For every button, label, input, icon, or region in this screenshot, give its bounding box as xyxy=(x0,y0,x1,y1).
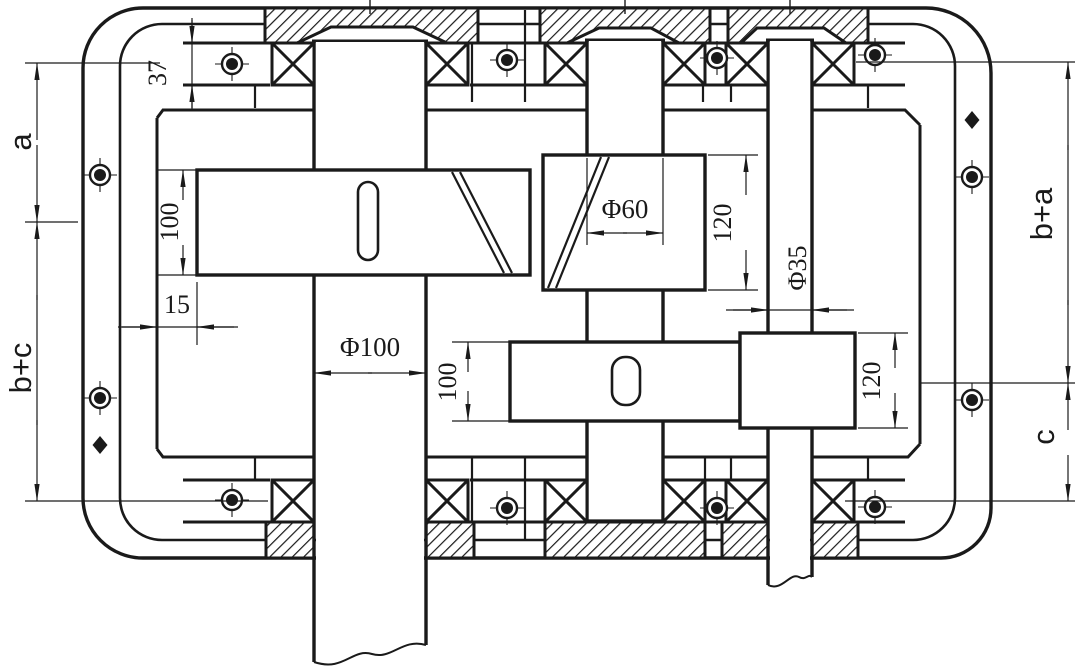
dim-label-120-middle: 120 xyxy=(708,204,737,243)
bottom-cover-shaft1-left xyxy=(264,520,316,560)
dim-shaft2-diameter: Φ60 xyxy=(586,194,664,236)
gear-3-keyway xyxy=(610,355,642,407)
dim-gear2-face-width: 120 xyxy=(708,154,749,291)
bearing-icon xyxy=(661,41,707,87)
gear-2-pinion xyxy=(541,153,707,292)
dim-label-c: c xyxy=(1026,429,1061,445)
dim-shaft1-diameter: Φ100 xyxy=(313,332,427,376)
shaft-3-input xyxy=(766,40,814,588)
dim-label-b-plus-c: b+c xyxy=(3,343,38,394)
bearing-icon xyxy=(543,41,589,87)
dim-gear3-face-width: 100 xyxy=(433,341,471,422)
dim-label-phi35: Φ35 xyxy=(783,245,812,290)
dim-label-a: a xyxy=(3,133,38,151)
bolt-icon xyxy=(856,488,894,526)
shaft-3-break-line xyxy=(767,574,813,588)
gear-4-input-pinion xyxy=(738,331,857,430)
end-covers xyxy=(263,6,870,560)
gears xyxy=(195,153,857,430)
top-cover-shaft1 xyxy=(263,6,480,45)
bearing-icon xyxy=(424,41,470,87)
bearing-icon xyxy=(270,478,316,524)
bolt-icon xyxy=(81,156,119,194)
dim-label-b-plus-a: b+a xyxy=(1024,187,1059,240)
bottom-flange-lines xyxy=(183,478,905,524)
fasteners xyxy=(81,0,991,527)
bolt-icon xyxy=(488,41,526,79)
cover-cap-lines xyxy=(312,38,814,43)
dim-label-37: 37 xyxy=(143,60,172,86)
bolt-icon xyxy=(953,381,991,419)
top-cover-shaft3 xyxy=(726,6,870,45)
dim-label-phi60: Φ60 xyxy=(602,194,649,224)
bottom-cover-shaft3-left xyxy=(720,520,770,560)
bearing-icon xyxy=(661,478,707,524)
bearing-icon xyxy=(724,478,770,524)
flange-column-walls xyxy=(253,10,870,540)
dowel-pin-icon xyxy=(964,111,980,129)
dim-gear4-face-width: 120 xyxy=(857,332,898,429)
bolt-icon xyxy=(953,158,991,196)
gear-3-lower xyxy=(508,340,742,423)
top-flange-lines xyxy=(183,41,905,87)
bolt-icon xyxy=(213,45,251,83)
bottom-cover-shaft3-right xyxy=(810,520,860,560)
extension-lines xyxy=(25,61,1075,502)
bearing-icon xyxy=(543,478,589,524)
dim-label-120-right: 120 xyxy=(857,362,886,401)
bolt-icon xyxy=(81,379,119,417)
bolt-icon xyxy=(213,481,251,519)
housing-outer-wall xyxy=(81,6,993,560)
dim-distance-b-plus-c: b+c xyxy=(3,221,40,502)
bearing-icon xyxy=(724,41,770,87)
centerline-ticks xyxy=(369,0,791,14)
dim-label-100-lower: 100 xyxy=(433,363,462,402)
dim-gear1-face-width: 100 xyxy=(155,169,186,276)
dim-distance-c: c xyxy=(1026,382,1071,502)
housing-inner-wall xyxy=(118,22,957,542)
gear-1-keyway xyxy=(356,180,380,262)
bearing-icon xyxy=(270,41,316,87)
dim-distance-b-plus-a: b+a xyxy=(1024,61,1071,384)
dim-label-15: 15 xyxy=(164,290,190,319)
dim-label-phi100: Φ100 xyxy=(340,332,400,362)
dim-label-100-upper: 100 xyxy=(155,203,184,242)
shaft-1-break-line xyxy=(313,642,427,666)
dim-wall-clearance: 15 xyxy=(118,290,238,330)
shafts xyxy=(312,40,814,666)
bolt-icon xyxy=(488,489,526,527)
dimension-annotations: a b+c b+a c 37 xyxy=(3,18,1075,502)
housing-outline xyxy=(81,6,993,560)
dim-bearing-width: 37 xyxy=(143,18,195,110)
bottom-cover-shaft2 xyxy=(543,520,707,560)
dim-distance-a: a xyxy=(3,62,40,223)
cavity-wall xyxy=(155,108,922,459)
dowel-pin-icon xyxy=(92,436,108,454)
dim-shaft3-diameter: Φ35 xyxy=(726,245,854,313)
bottom-cover-shaft1-right xyxy=(424,520,476,560)
bearing-icon xyxy=(424,478,470,524)
bearing-icon xyxy=(810,41,856,87)
gear-1-large xyxy=(195,168,532,277)
shaft-1-output xyxy=(312,41,428,666)
